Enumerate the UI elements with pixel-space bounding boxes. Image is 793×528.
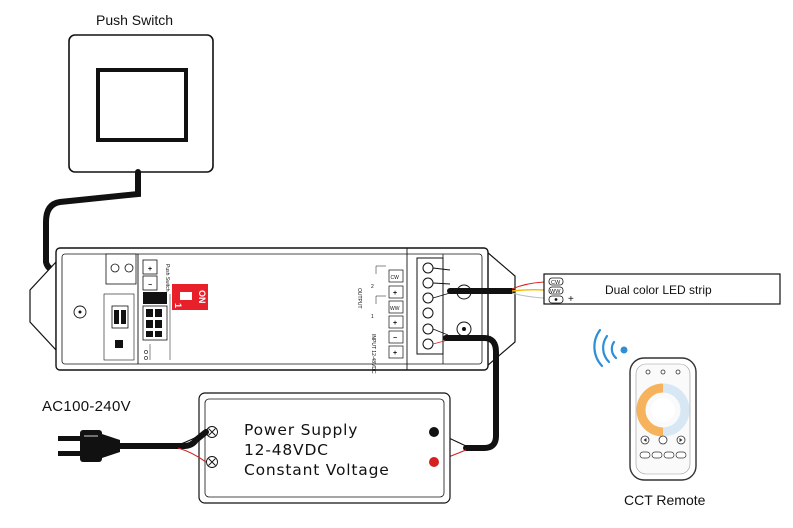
dip-num-label: 1 — [173, 303, 183, 308]
strip-pad-cw: CW — [551, 280, 561, 286]
controller: + − Push Switch ON 1 — [29, 247, 516, 374]
channel-2-label: 2 — [371, 284, 374, 290]
input-terminal-1[interactable] — [422, 323, 434, 335]
output-terminal-2[interactable] — [422, 277, 434, 289]
power-supply-title: Power Supply — [244, 421, 359, 439]
output-terminal-3[interactable] — [422, 292, 434, 304]
push-switch — [68, 34, 214, 173]
terminal-minus: − — [393, 335, 397, 342]
push-terminal-minus: − — [148, 282, 152, 289]
ps-output-positive[interactable] — [429, 457, 439, 467]
power-supply-type: Constant Voltage — [244, 461, 390, 479]
output-terminal-4[interactable] — [422, 307, 434, 319]
push-switch-label: Push Switch — [96, 12, 174, 28]
output-terminal-1[interactable] — [422, 262, 434, 274]
strip-pad-plus: + — [568, 294, 574, 305]
output-cable — [432, 267, 545, 299]
wireless-signal-icon — [593, 328, 628, 368]
channel-1-label: 1 — [371, 314, 374, 320]
dip-on-label: ON — [197, 290, 207, 304]
power-supply-voltage: 12-48VDC — [244, 441, 329, 459]
cct-remote-label: CCT Remote — [624, 492, 706, 508]
ps-output-negative[interactable] — [429, 427, 439, 437]
cct-remote — [629, 357, 697, 481]
terminal-plus-2: + — [393, 290, 397, 297]
output-label: OUTPUT — [356, 288, 362, 309]
input-terminal-2[interactable] — [422, 338, 434, 350]
ac-input-label: AC100-240V — [42, 398, 131, 415]
led-strip: CW WW + — [543, 273, 781, 305]
led-strip-label: Dual color LED strip — [605, 283, 712, 297]
ac-plug — [58, 429, 209, 463]
terminal-plus-in: + — [393, 350, 397, 357]
terminal-plus-1: + — [393, 320, 397, 327]
terminal-ww-label: WW — [390, 306, 400, 312]
push-terminal-label: Push Switch — [164, 264, 170, 292]
power-supply — [198, 392, 451, 504]
input-label: INPUT 12-48VDC — [370, 334, 376, 374]
strip-pad-ww: WW — [550, 289, 561, 295]
push-terminal-plus: + — [148, 266, 152, 273]
terminal-cw-label: CW — [391, 275, 400, 281]
